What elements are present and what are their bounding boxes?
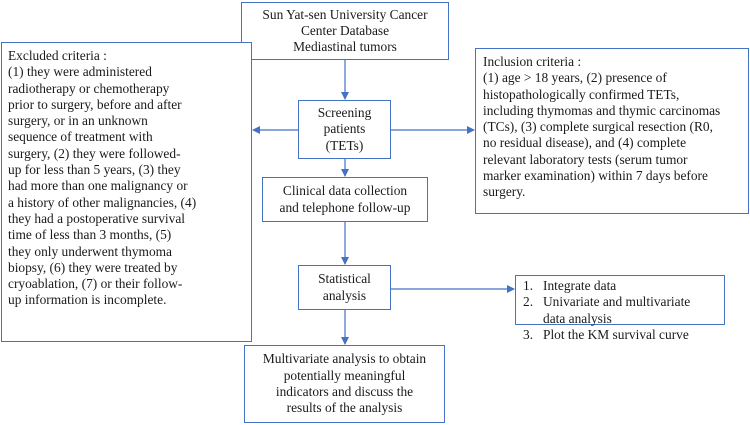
- multivariate-analysis-box-line: indicators and discuss the: [275, 384, 414, 399]
- inclusion-criteria-line: surgery.: [483, 184, 526, 200]
- excluded-criteria-line: up information is incomplete.: [8, 292, 167, 308]
- inclusion-criteria-line: marker examination) within 7 days before: [483, 168, 708, 184]
- analysis-step-number: 2.: [523, 294, 534, 310]
- inclusion-criteria-line: histopathologically confirmed TETs,: [483, 86, 680, 102]
- analysis-step-number: 1.: [523, 278, 534, 293]
- analysis-step-text: Univariate and multivariate data analysi…: [543, 294, 690, 327]
- excluded-criteria-line: they only underwent thymoma: [8, 243, 173, 259]
- multivariate-analysis-box: Multivariate analysis to obtain potentia…: [244, 345, 445, 423]
- statistical-analysis-box-line: Statistical: [318, 271, 371, 287]
- inclusion-criteria-line: (1) age > 18 years, (2) presence of: [483, 70, 667, 86]
- analysis-step-line: Integrate data: [543, 278, 617, 293]
- multivariate-analysis-box-line: results of the analysis: [286, 400, 403, 416]
- inclusion-criteria-line: relevant laboratory tests (serum tumor: [483, 151, 688, 167]
- analysis-step-line: data analysis: [543, 310, 612, 326]
- excluded-criteria-line: a history of other malignancies, (4): [8, 194, 197, 210]
- excluded-criteria-line: radiotherapy or chemotherapy: [8, 80, 170, 96]
- screening-box-line: (TETs): [325, 137, 364, 153]
- analysis-step: 3. Plot the KM survival curve: [523, 327, 724, 343]
- excluded-criteria-line: surgery, (2) they were followed-: [8, 145, 181, 161]
- analysis-steps-box: 1. Integrate data 2. Univariate and mult…: [515, 275, 725, 342]
- excluded-criteria-line: surgery, or in an unknown: [8, 113, 148, 129]
- analysis-step-text: Plot the KM survival curve: [543, 327, 689, 343]
- inclusion-criteria-box: Inclusion criteria : (1) age > 18 years,…: [475, 48, 749, 214]
- screening-box: Screening patients (TETs): [298, 100, 391, 159]
- analysis-step-line: Plot the KM survival curve: [543, 326, 689, 342]
- inclusion-criteria-line: no residual disease), and (4) complete: [483, 135, 687, 151]
- database-box-line: Mediastinal tumors: [293, 39, 397, 55]
- excluded-criteria-line: cryoablation, (7) or their follow-: [8, 276, 183, 292]
- excluded-criteria-line: biopsy, (6) they were treated by: [8, 259, 178, 275]
- database-box-line: Center Database: [300, 22, 390, 38]
- data-collection-box-line: Clinical data collection: [282, 183, 408, 199]
- inclusion-criteria-title: Inclusion criteria :: [483, 54, 582, 69]
- excluded-criteria-line: time of less than 3 months, (5): [8, 227, 172, 243]
- excluded-criteria-line: had more than one malignancy or: [8, 178, 188, 194]
- database-box-line: Sun Yat-sen University Cancer: [262, 6, 428, 22]
- excluded-criteria-line: they had a postoperative survival: [8, 210, 186, 226]
- database-box: Sun Yat-sen University Cancer Center Dat…: [241, 2, 449, 60]
- multivariate-analysis-box-line: Multivariate analysis to obtain: [262, 351, 427, 367]
- statistical-analysis-box: Statistical analysis: [298, 265, 391, 310]
- multivariate-analysis-box-line: potentially meaningful: [283, 367, 406, 383]
- excluded-criteria-line: sequence of treatment with: [8, 129, 153, 145]
- excluded-criteria-line: (1) they were administered: [8, 64, 152, 80]
- statistical-analysis-box-line: analysis: [322, 287, 367, 303]
- analysis-step-number: 3.: [523, 326, 534, 342]
- analysis-step: 2. Univariate and multivariate data anal…: [523, 294, 724, 327]
- excluded-criteria-line: prior to surgery, before and after: [8, 96, 182, 112]
- analysis-step-line: Univariate and multivariate: [543, 294, 691, 310]
- excluded-criteria-title: Excluded criteria :: [8, 48, 107, 63]
- inclusion-criteria-line: (TCs), (3) complete surgical resection (…: [483, 119, 713, 135]
- data-collection-box-line: and telephone follow-up: [279, 199, 411, 215]
- excluded-criteria-line: up for less than 5 years, (3) they: [8, 162, 181, 178]
- analysis-step-text: Integrate data: [543, 278, 616, 294]
- screening-box-line: patients: [323, 121, 366, 137]
- analysis-step: 1. Integrate data: [523, 278, 724, 294]
- data-collection-box: Clinical data collection and telephone f…: [262, 177, 428, 222]
- inclusion-criteria-line: including thymomas and thymic carcinomas: [483, 102, 721, 118]
- screening-box-line: Screening: [317, 105, 372, 121]
- excluded-criteria-box: Excluded criteria : (1) they were admini…: [1, 42, 252, 342]
